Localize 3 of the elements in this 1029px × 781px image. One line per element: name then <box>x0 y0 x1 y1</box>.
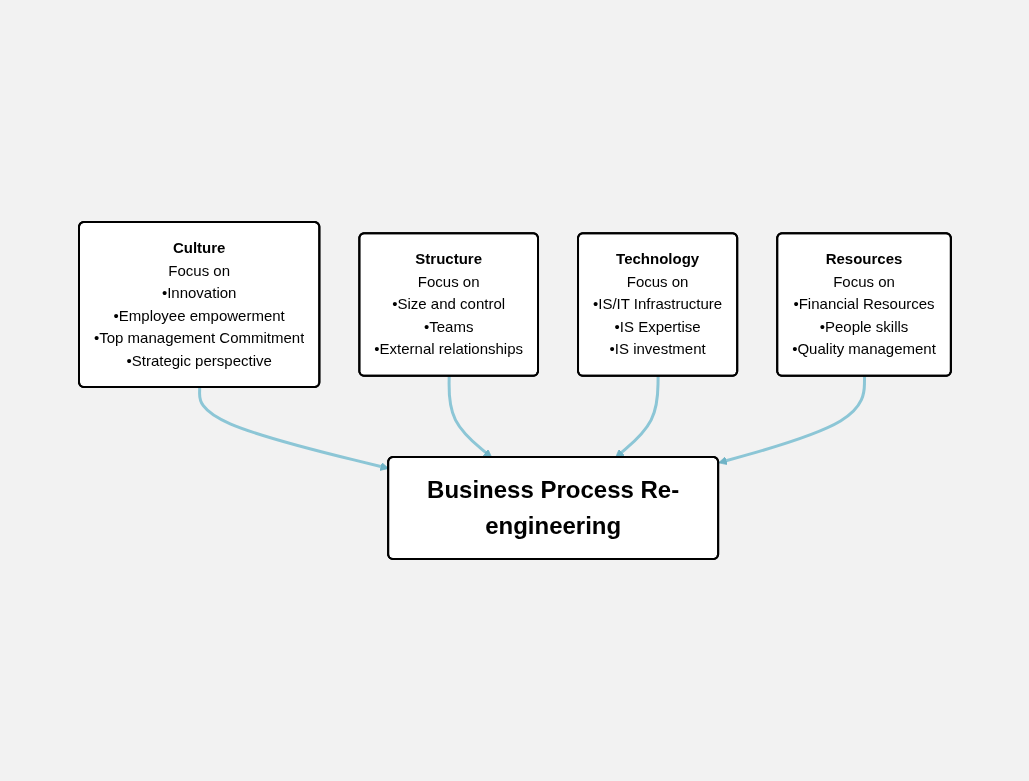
arrow <box>447 376 492 458</box>
arrow <box>614 376 660 458</box>
arrow <box>717 376 866 465</box>
